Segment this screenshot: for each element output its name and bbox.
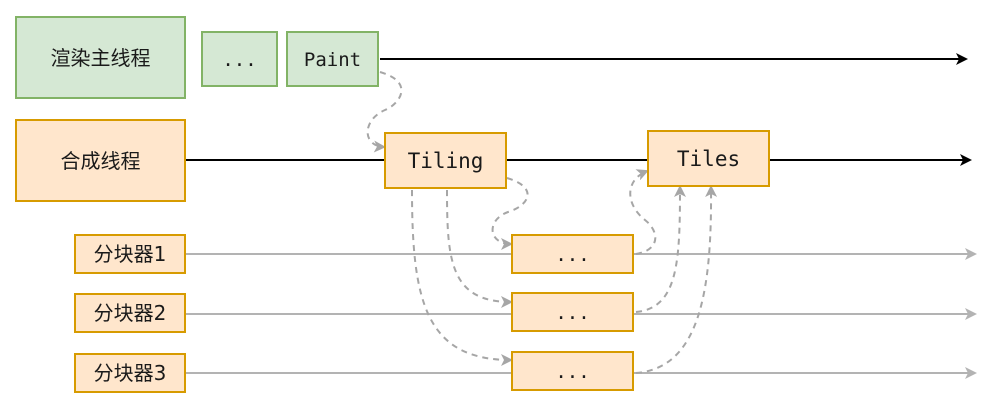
rasterizer-1-task-label: ...: [555, 244, 589, 266]
compositor-thread-label-box: [15, 119, 186, 202]
rasterizer-1-label: 分块器1: [94, 242, 167, 266]
rasterizer-2-to-tiles-arrow: [635, 185, 686, 313]
paint-task-label: Paint: [304, 49, 361, 71]
main-thread-label: 渲染主线程: [51, 46, 151, 70]
main-thread-label-box: [15, 16, 186, 99]
rasterizer-3-label-box: [74, 353, 186, 393]
rasterizer-2-task-label: ...: [555, 302, 589, 324]
main-ellipsis-task-label: ...: [222, 49, 256, 71]
rasterizer-2-label: 分块器2: [94, 301, 167, 325]
rasterizer-3-task-box: [511, 351, 634, 391]
paint-task-box: [286, 31, 379, 87]
rasterizer-2-label-box: [74, 293, 186, 333]
rasterizer-2-task-box: [511, 292, 634, 332]
paint-to-tiling-arrow: [366, 71, 403, 153]
compositor-thread-label: 合成线程: [61, 149, 141, 173]
tiling-to-rasterizer-2-arrow: [446, 189, 513, 308]
rasterizer-1-to-tiles-arrow: [629, 169, 657, 255]
main-ellipsis-task-box: [201, 31, 278, 87]
rasterizer-1-label-box: [74, 234, 186, 274]
tiling-to-rasterizer-1-arrow: [491, 177, 529, 250]
tiles-task-label: Tiles: [677, 147, 740, 171]
tiling-task-box: [384, 132, 507, 189]
rasterizer-1-task-box: [511, 234, 634, 274]
tiling-task-label: Tiling: [408, 149, 484, 173]
tiles-task-box: [647, 130, 770, 187]
tiling-to-rasterizer-3-arrow: [411, 189, 513, 366]
rasterizer-3-to-tiles-arrow: [635, 185, 718, 374]
rasterizer-3-task-label: ...: [555, 361, 589, 383]
rasterizer-3-label: 分块器3: [94, 361, 167, 385]
